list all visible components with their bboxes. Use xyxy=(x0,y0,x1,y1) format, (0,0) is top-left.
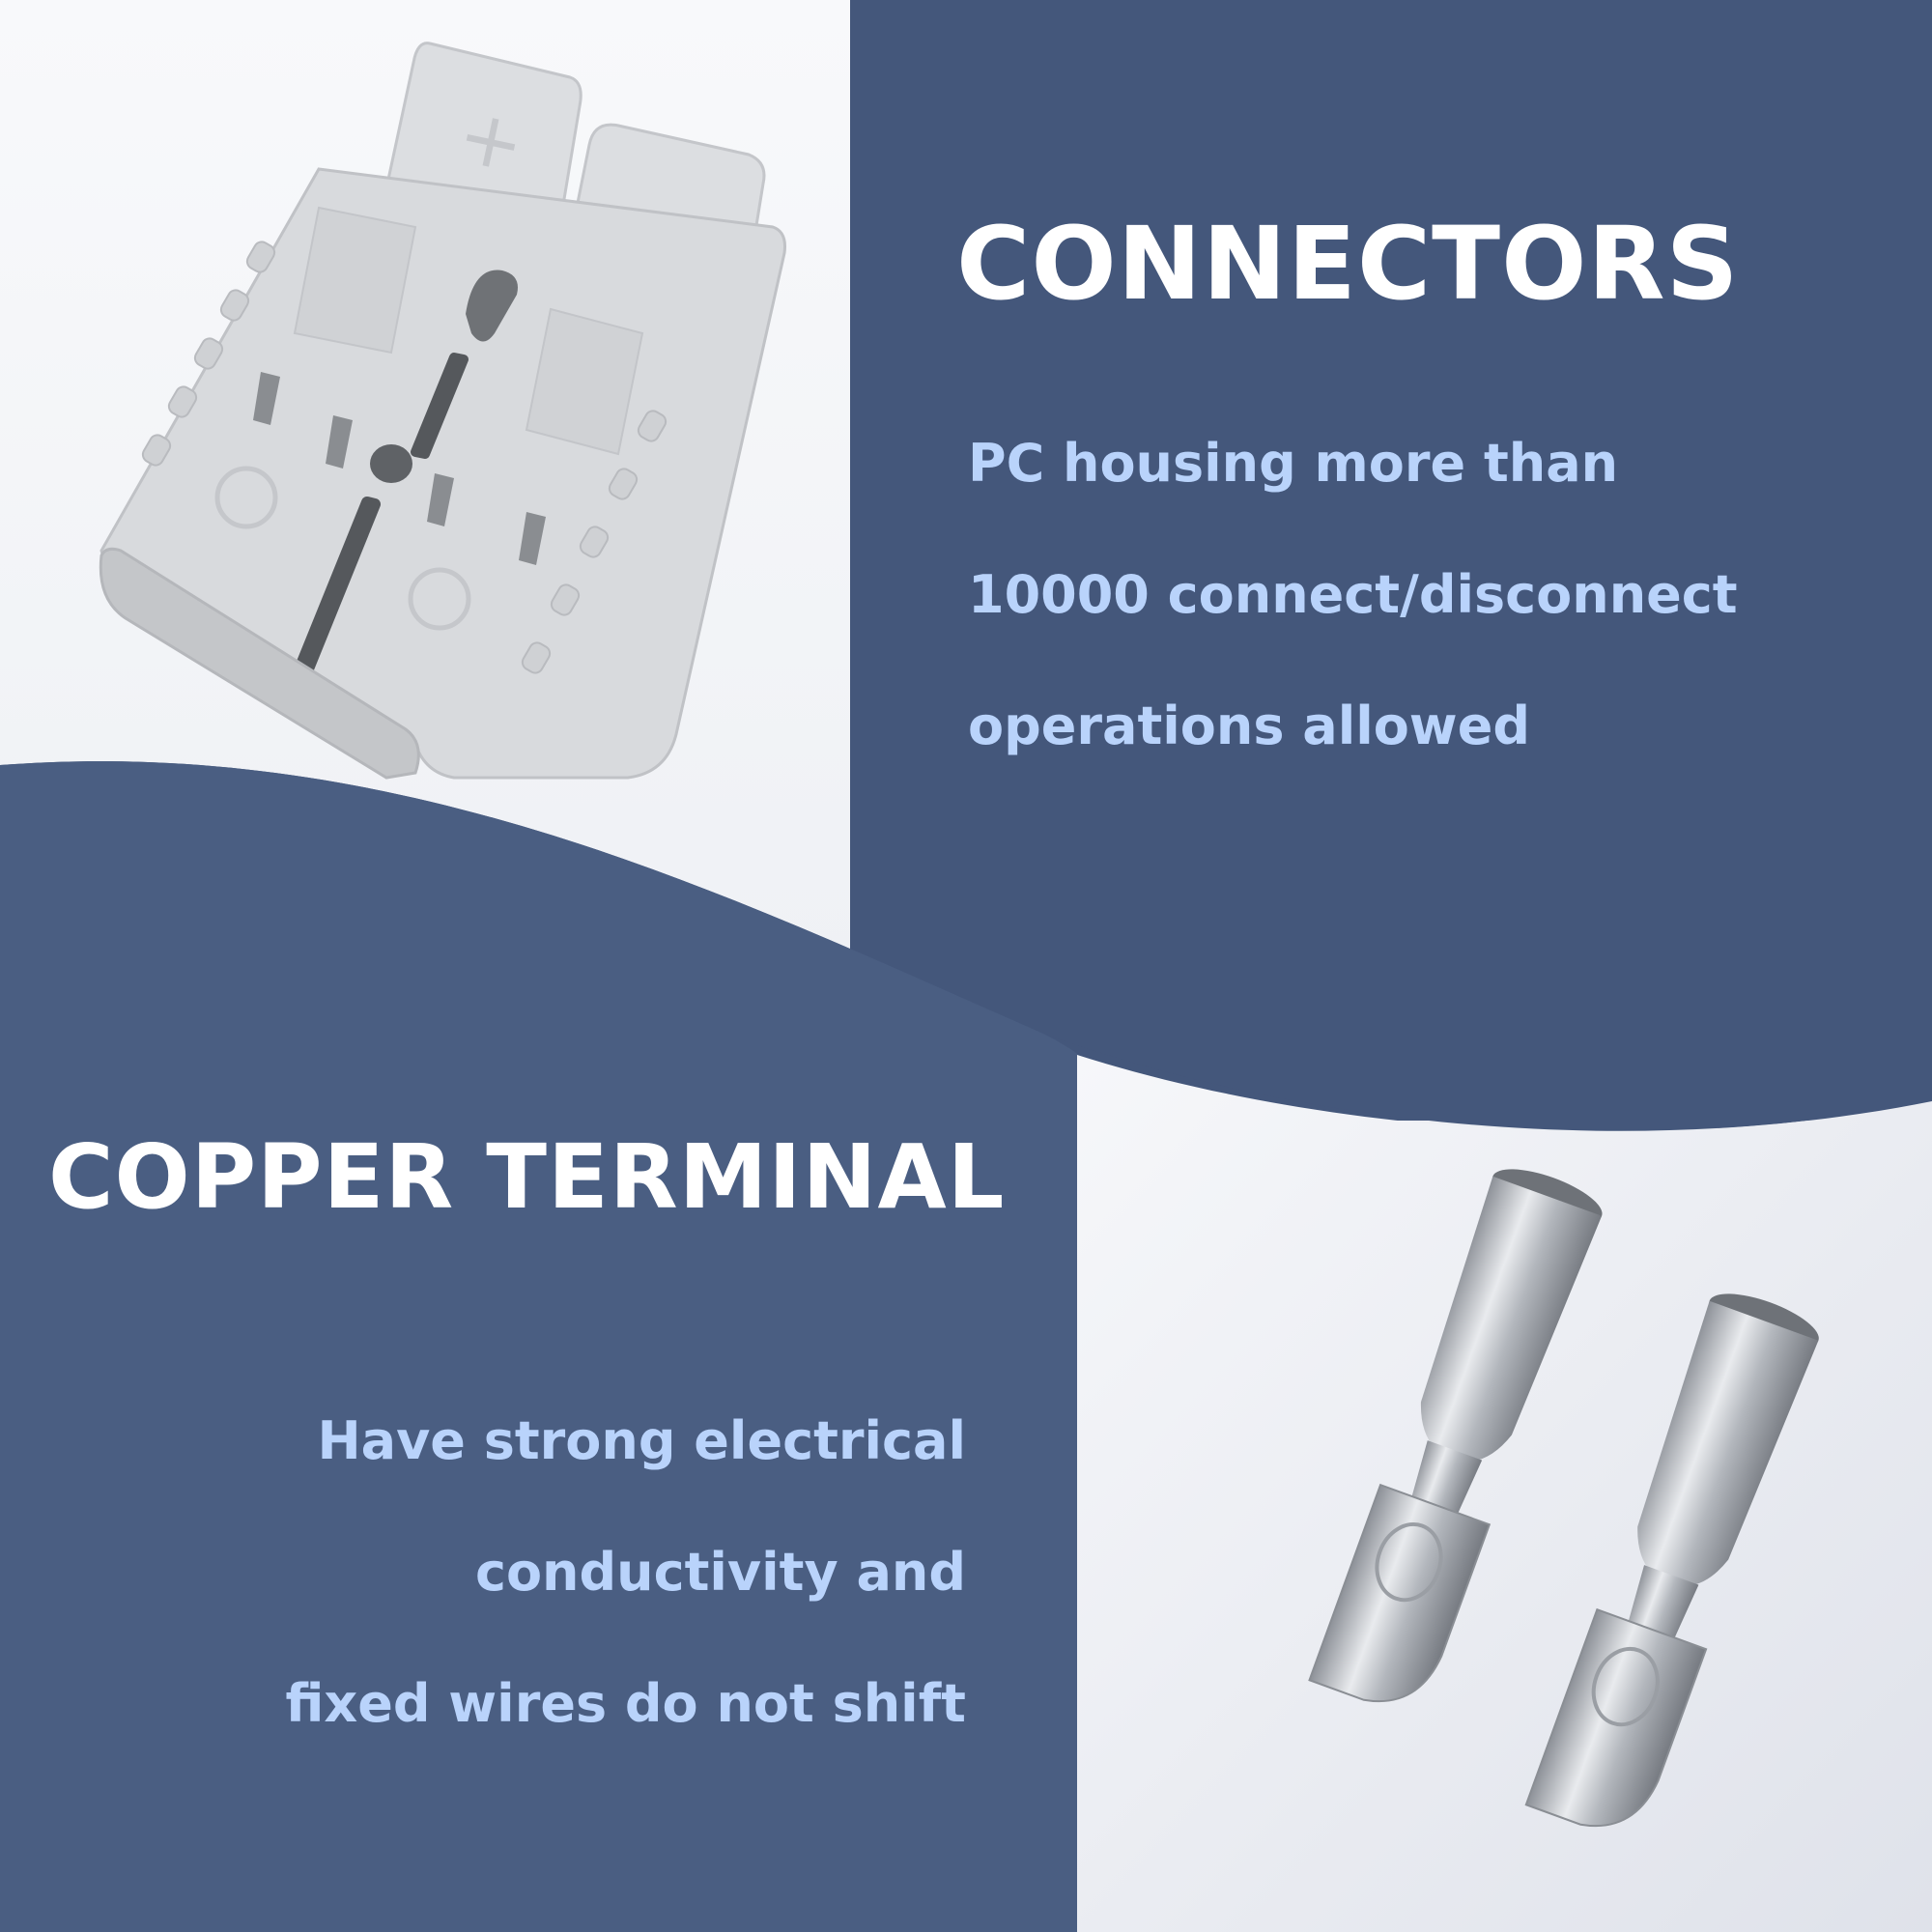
connectors-heading: CONNECTORS xyxy=(956,205,1740,323)
copper-line-2: conductivity and xyxy=(474,1542,966,1603)
connectors-line-2: 10000 connect/disconnect xyxy=(968,564,1738,625)
connectors-line-1: PC housing more than xyxy=(968,433,1619,494)
copper-line-1: Have strong electrical xyxy=(317,1410,966,1471)
copper-terminal-heading: COPPER TERMINAL xyxy=(48,1125,1006,1229)
connectors-line-3: operations allowed xyxy=(968,696,1530,756)
copper-panel xyxy=(0,761,1082,1932)
copper-line-3: fixed wires do not shift xyxy=(285,1673,966,1734)
connectors-panel xyxy=(850,0,1932,1121)
